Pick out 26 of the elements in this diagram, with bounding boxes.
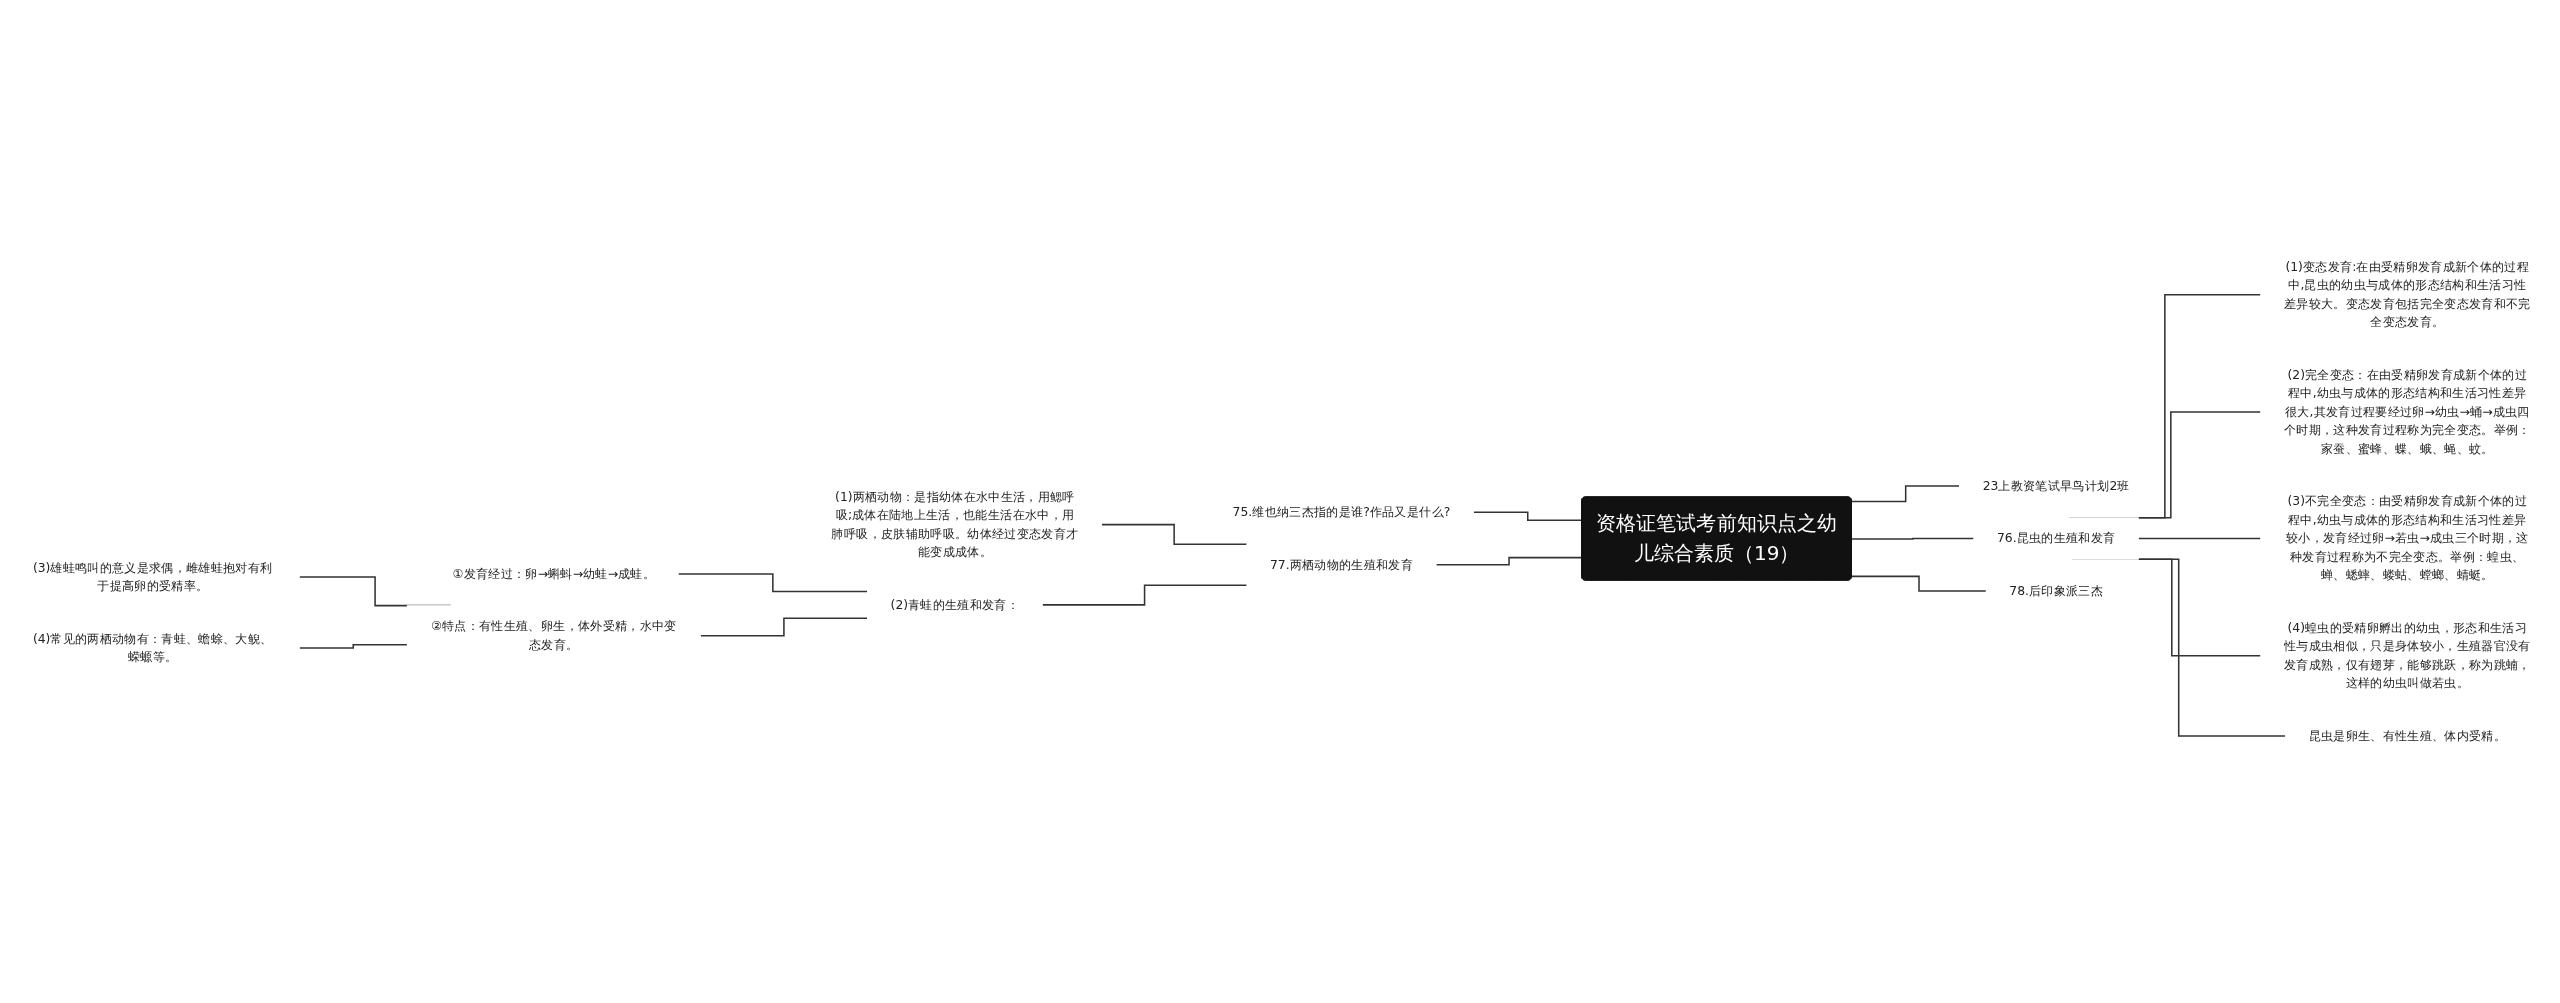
node-text: (3)不完全变态：由受精卵发育成新个体的过程中,幼虫与成体的形态结构和生活习性差异较小，发育经过卵→若虫→成虫三个时期，这种发育过程称为不完全变态。举例：蝗虫、蝉、蟋蟀、蝼蛄、螳螂、蜻蜓。 (2285, 493, 2529, 583)
connector (677, 573, 869, 593)
node-text: (1)两栖动物：是指幼体在水中生活，用鳃呼吸;成体在陆地上生活，也能生活在水中，用肺呼吸，皮肤辅助呼吸。幼体经过变态发育才能变成成体。 (831, 489, 1079, 560)
connector (1851, 485, 1961, 503)
node-text: 75.维也纳三杰指的是谁?作品又是什么? (1232, 504, 1451, 520)
connector (1435, 556, 1583, 566)
node-text: ①发育经过：卵→蝌蚪→幼蛙→成蛙。 (452, 566, 656, 581)
connector (1472, 511, 1583, 521)
node-text: 77.两栖动物的生殖和发育 (1269, 557, 1414, 572)
connector (298, 643, 409, 649)
node-text: (1)变态发育:在由受精卵发育成新个体的过程中,昆虫的幼虫与成体的形态结构和生活习性差异较大。变态发育包括完全变态发育和不完全变态发育。 (2283, 259, 2531, 330)
node-text: (3)雄蛙鸣叫的意义是求偶，雌雄蛙抱对有利于提高卵的受精率。 (32, 560, 273, 594)
node-text: 78.后印象派三杰 (2009, 583, 2103, 598)
node-text: 23上教资笔试早鸟计划2班 (1982, 478, 2130, 494)
node-text: 昆虫是卵生、有性生殖、体内受精。 (2308, 728, 2507, 743)
connector (1851, 575, 1987, 592)
node-text: (4)蝗虫的受精卵孵出的幼虫，形态和生活习性与成虫相似，只是身体较小，生殖器官没有发育成熟，仅有翅芽，能够跳跃，称为跳蝻，这样的幼虫叫做若虫。 (2283, 620, 2531, 691)
connector (2137, 537, 2262, 540)
node-text: (2)完全变态：在由受精卵发育成新个体的过程中,幼虫与成体的形态结构和生活习性差异很大,其发育过程要经过卵→幼虫→蛹→成虫四个时期，这种发育过程称为完全变态。举例：家蚕、蜜蜂、蝶、蛾、蝇、蚊。 (2283, 367, 2531, 456)
connector (1041, 584, 1248, 606)
node-text: ②特点：有性生殖、卵生，体外受精，水中变态发育。 (431, 618, 677, 652)
connector (699, 617, 869, 637)
node-text: (4)常见的两栖动物有：青蛙、蟾蜍、大鲵、蝾螈等。 (32, 631, 273, 665)
connector (1100, 523, 1248, 546)
node-text: (2)青蛙的生殖和发育： (890, 597, 1020, 612)
connector (1851, 537, 1975, 540)
